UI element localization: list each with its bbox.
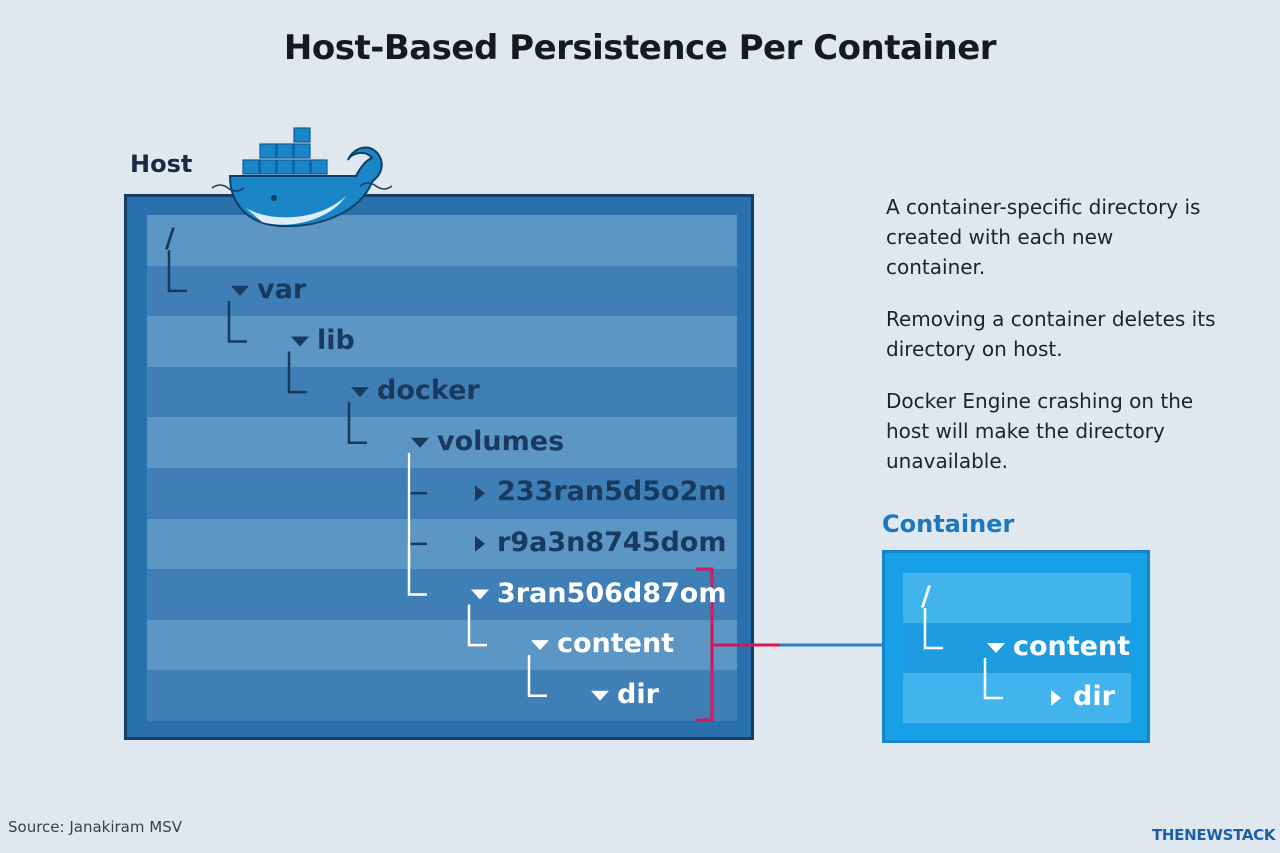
host-tree-item-label[interactable]: r9a3n8745dom [497, 526, 727, 558]
note-2: Removing a container deletes its directo… [886, 307, 1216, 361]
notes: A container-specific directory is create… [886, 192, 1216, 498]
host-tree-elbow [227, 300, 247, 343]
container-tree-lines [923, 608, 1061, 706]
host-tree-item-label[interactable]: 3ran506d87om [497, 577, 727, 609]
container-tree-row [903, 673, 1131, 723]
host-tree-row [147, 619, 737, 671]
caret-down-icon[interactable] [987, 643, 1005, 653]
host-tree-row [147, 518, 737, 570]
caret-down-icon[interactable] [411, 437, 429, 448]
container-tree-item-label[interactable]: content [1013, 631, 1131, 662]
host-tree-elbow [347, 402, 367, 444]
container-tree-elbow [923, 608, 943, 650]
caret-down-icon[interactable] [291, 336, 309, 347]
caret-right-icon[interactable] [475, 535, 485, 552]
container-tree-row [903, 573, 1131, 624]
container-tree-item-label[interactable]: dir [1073, 681, 1115, 712]
note-3: Docker Engine crashing on the host will … [886, 389, 1194, 473]
host-tree-item-label[interactable]: content [557, 628, 675, 660]
caret-down-icon[interactable] [351, 387, 369, 398]
host-tree-elbow [167, 250, 187, 293]
host-tree-row [147, 670, 737, 721]
source-credit: Source: Janakiram MSV [8, 818, 182, 836]
container-tree: / content dir [903, 573, 1131, 723]
note-1: A container-specific directory is create… [886, 195, 1201, 279]
caret-right-icon[interactable] [1051, 690, 1061, 706]
host-tree-row [147, 265, 737, 317]
container-label: Container [882, 510, 1015, 538]
page-title: Host-Based Persistence Per Container [283, 28, 997, 68]
host-tree-item-label[interactable]: / [165, 223, 175, 255]
container-tree-elbow [983, 658, 1003, 700]
caret-down-icon[interactable] [231, 285, 249, 296]
host-tree-item-label[interactable]: dir [617, 678, 659, 710]
host-tree-row [147, 366, 737, 418]
caret-down-icon[interactable] [531, 640, 549, 651]
host-tree-row [147, 468, 737, 519]
host-tree-elbow [407, 452, 427, 495]
host-tree-row [147, 569, 737, 620]
host-tree-lines [167, 250, 609, 701]
host-tree-row [147, 417, 737, 468]
host-tree-elbow [527, 655, 547, 697]
host-tree-elbow [407, 452, 427, 596]
container-filesystem-panel: / content dir [882, 550, 1150, 743]
caret-right-icon[interactable] [475, 485, 485, 502]
host-tree-elbow [407, 452, 427, 546]
host-tree-elbow [287, 351, 307, 394]
host-label: Host [130, 150, 193, 178]
caret-down-icon[interactable] [471, 589, 489, 600]
host-tree-item-label[interactable]: docker [377, 375, 480, 407]
host-tree-item-label[interactable]: volumes [437, 425, 565, 457]
caret-down-icon[interactable] [591, 690, 609, 701]
host-tree-elbow [467, 604, 487, 647]
brand-logo: THENEWSTACK [1152, 826, 1276, 844]
host-tree-item-label[interactable]: lib [317, 324, 355, 356]
container-tree-item-label[interactable]: / [921, 581, 931, 612]
host-tree-item-label[interactable]: 233ran5d5o2m [497, 476, 727, 508]
host-tree-item-label[interactable]: var [257, 273, 307, 305]
